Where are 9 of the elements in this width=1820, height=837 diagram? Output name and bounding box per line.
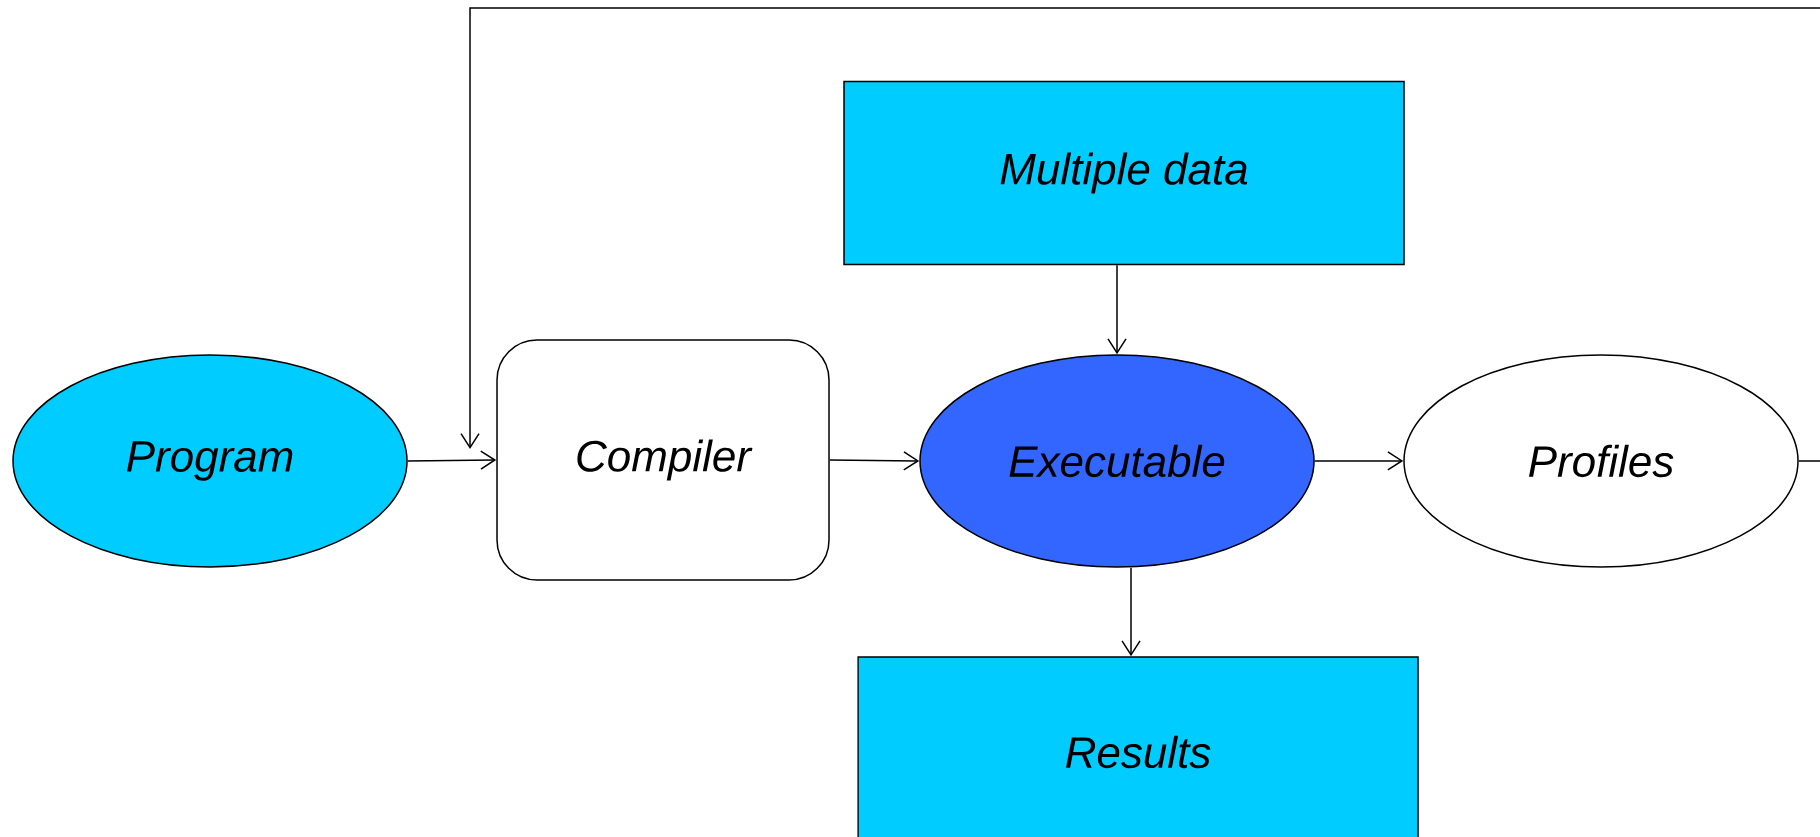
data-box: Multiple data [843,80,1405,266]
arrow [1314,451,1404,471]
results-box: Results [857,656,1419,837]
compiler-box: Compiler [496,339,830,581]
arrow [1121,567,1141,657]
arrow [1107,264,1127,355]
arrow [407,450,497,470]
arrow [460,7,1820,462]
arrow [829,451,920,471]
